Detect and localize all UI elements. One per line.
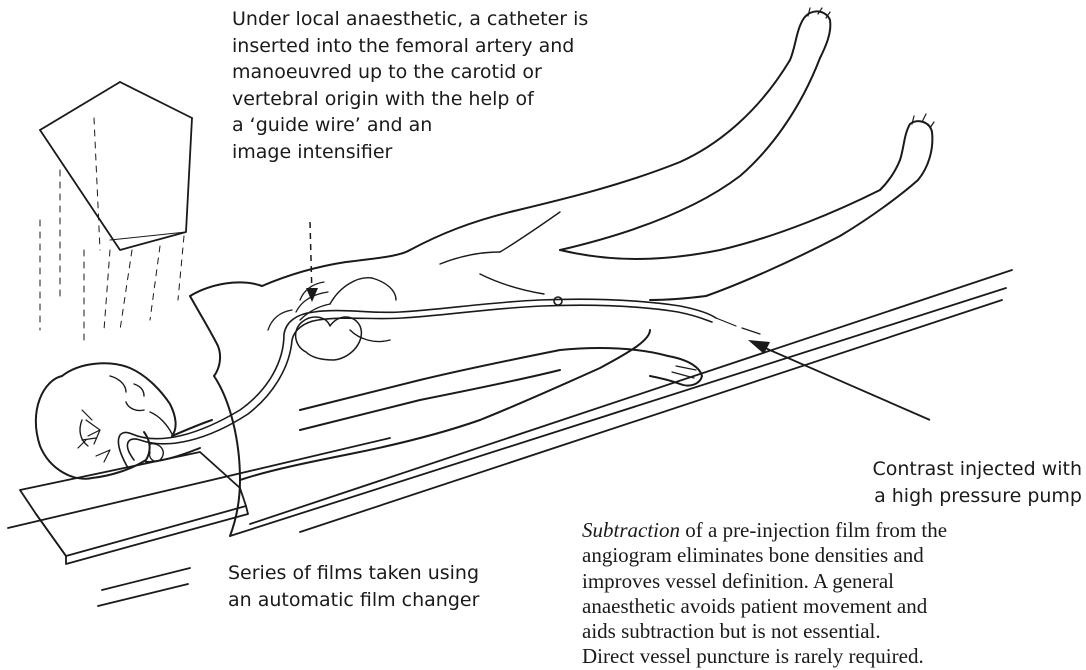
catheter-caption-line: manoeuvred up to the carotid or xyxy=(232,59,588,86)
subtraction-note-line: aids subtraction but is not essential. xyxy=(582,619,1082,644)
subtraction-note-line: Direct vessel puncture is rarely require… xyxy=(582,644,1082,669)
catheter-caption: Under local anaesthetic, a catheter is i… xyxy=(232,6,588,165)
contrast-caption: Contrast injected with a high pressure p… xyxy=(826,456,1082,509)
catheter-leader-arrow xyxy=(306,222,318,302)
catheter-caption-line: Under local anaesthetic, a catheter is xyxy=(232,6,588,33)
subtraction-term: Subtraction xyxy=(582,518,680,542)
catheter-caption-line: inserted into the femoral artery and xyxy=(232,33,588,60)
film-changer-caption-line: an automatic film changer xyxy=(228,587,479,614)
subtraction-note-line-rest: of a pre-injection film from the xyxy=(680,518,947,542)
contrast-arrow xyxy=(748,340,930,420)
image-intensifier xyxy=(40,82,192,340)
catheter-caption-line: a ‘guide wire’ and an xyxy=(232,112,588,139)
subtraction-note: Subtraction of a pre-injection film from… xyxy=(582,518,1082,670)
catheter-and-vessels xyxy=(78,282,760,468)
film-changer-caption: Series of films taken using an automatic… xyxy=(228,560,479,613)
subtraction-note-line: angiogram eliminates bone densities and xyxy=(582,543,1082,568)
film-cassette xyxy=(20,452,248,564)
subtraction-note-line: Subtraction of a pre-injection film from… xyxy=(582,518,1082,543)
subtraction-note-line: anaesthetic avoids patient movement and xyxy=(582,594,1082,619)
film-changer-caption-line: Series of films taken using xyxy=(228,560,479,587)
contrast-caption-line: a high pressure pump xyxy=(826,483,1082,510)
contrast-caption-line: Contrast injected with xyxy=(826,456,1082,483)
subtraction-note-line: improves vessel definition. A general xyxy=(582,569,1082,594)
catheter-caption-line: vertebral origin with the help of xyxy=(232,86,588,113)
catheter-caption-line: image intensifier xyxy=(232,139,588,166)
